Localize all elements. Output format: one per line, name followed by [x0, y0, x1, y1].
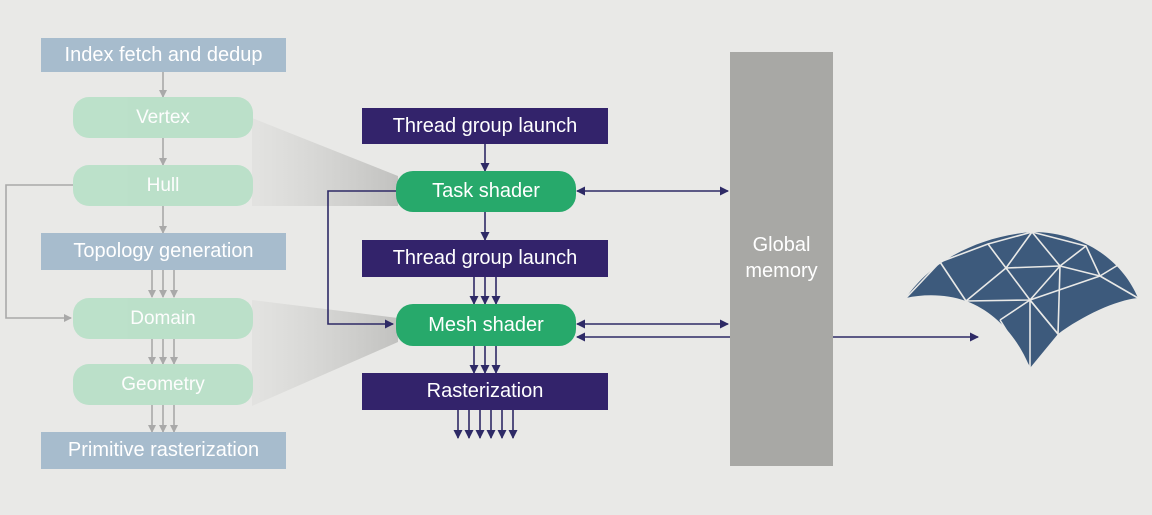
- index-fetch-box: Index fetch and dedup: [41, 38, 286, 72]
- global-memory-bar: Global memory: [730, 52, 833, 466]
- vertex-stage: Vertex: [73, 97, 253, 138]
- task-beam: [252, 118, 398, 206]
- domain-stage: Domain: [73, 298, 253, 339]
- topology-box: Topology generation: [41, 233, 286, 270]
- primitive-raster-box: Primitive rasterization: [41, 432, 286, 469]
- legacy-arrows: [5, 72, 178, 433]
- rasterization-box: Rasterization: [362, 373, 608, 410]
- task-shader-stage: Task shader: [396, 171, 576, 212]
- thread-group-launch-2: Thread group launch: [362, 240, 608, 277]
- mesh-shader-stage: Mesh shader: [396, 304, 576, 346]
- geometry-stage: Geometry: [73, 364, 253, 405]
- mesh-model-icon: [905, 231, 1139, 369]
- mesh-beam: [252, 300, 398, 406]
- hull-stage: Hull: [73, 165, 253, 206]
- thread-group-launch-1: Thread group launch: [362, 108, 608, 144]
- global-memory-label: Global memory: [745, 234, 818, 282]
